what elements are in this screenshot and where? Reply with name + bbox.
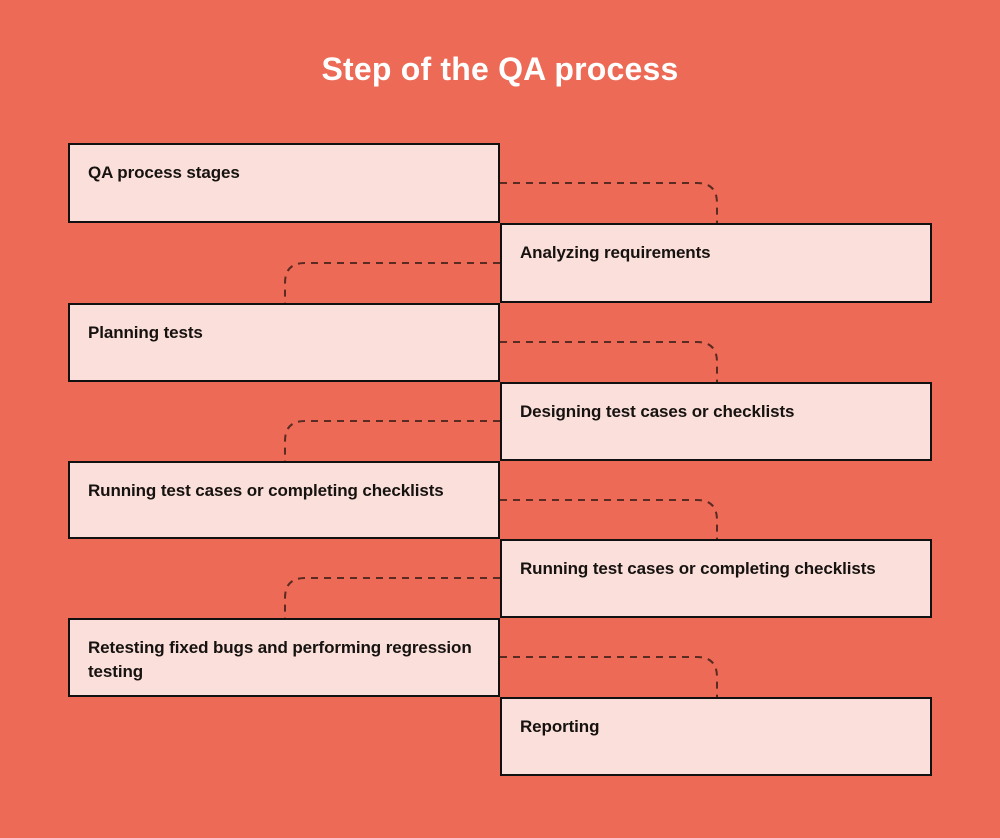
flow-connector-right-down (500, 341, 718, 382)
process-step-label: Analyzing requirements (520, 243, 711, 262)
process-step-label: Retesting fixed bugs and performing regr… (88, 638, 472, 682)
flow-connector-left-down (284, 262, 500, 303)
process-step-box[interactable]: Retesting fixed bugs and performing regr… (68, 618, 500, 697)
process-step-box[interactable]: Planning tests (68, 303, 500, 382)
process-step-label: QA process stages (88, 163, 240, 182)
process-step-label: Designing test cases or checklists (520, 402, 795, 421)
process-step-label: Reporting (520, 717, 600, 736)
flow-connector-right-down (500, 182, 718, 223)
process-step-box[interactable]: Running test cases or completing checkli… (500, 539, 932, 618)
process-step-label: Planning tests (88, 323, 203, 342)
process-step-label: Running test cases or completing checkli… (520, 559, 876, 578)
process-step-box[interactable]: Reporting (500, 697, 932, 776)
process-step-box[interactable]: QA process stages (68, 143, 500, 223)
flow-connector-right-down (500, 499, 718, 539)
process-step-box[interactable]: Running test cases or completing checkli… (68, 461, 500, 539)
process-step-box[interactable]: Designing test cases or checklists (500, 382, 932, 461)
process-step-label: Running test cases or completing checkli… (88, 481, 444, 500)
process-step-box[interactable]: Analyzing requirements (500, 223, 932, 303)
flow-connector-right-down (500, 656, 718, 697)
page-title: Step of the QA process (321, 51, 679, 87)
flow-connector-left-down (284, 577, 500, 618)
flow-connector-left-down (284, 420, 500, 461)
